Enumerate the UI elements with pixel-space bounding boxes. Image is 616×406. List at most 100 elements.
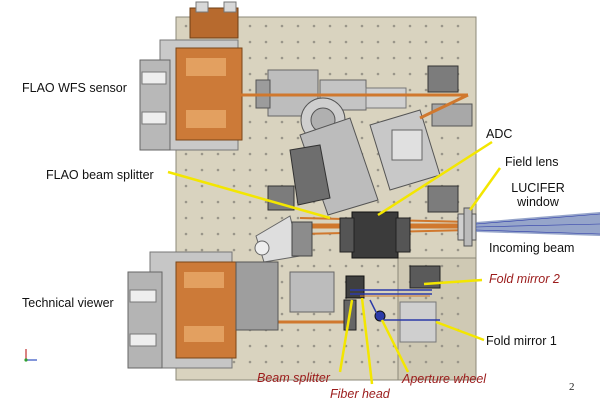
bench-hole <box>280 264 284 268</box>
label-aperture-wheel: Aperture wheel <box>402 372 487 386</box>
bench-hole <box>232 232 236 236</box>
bench-hole <box>392 24 396 28</box>
bench-hole <box>440 216 444 220</box>
bench-hole <box>296 56 300 60</box>
label-beam-splitter: Beam splitter <box>257 371 330 385</box>
bench-hole <box>456 152 460 156</box>
bench-hole <box>184 168 188 172</box>
bench-hole <box>264 152 268 156</box>
bench-hole <box>376 56 380 60</box>
bench-hole <box>200 168 204 172</box>
bench-hole <box>280 344 284 348</box>
bench-hole <box>456 56 460 60</box>
bench-hole <box>328 360 332 364</box>
bench-hole <box>200 152 204 156</box>
bench-hole <box>392 56 396 60</box>
bench-hole <box>408 24 412 28</box>
bench-hole <box>456 24 460 28</box>
bench-hole <box>424 56 428 60</box>
bench-hole <box>424 40 428 44</box>
bench-hole <box>248 104 252 108</box>
bench-hole <box>424 24 428 28</box>
bench-hole <box>264 72 268 76</box>
leader-fold-mirror-2 <box>423 278 483 286</box>
bench-hole <box>232 168 236 172</box>
bench-hole <box>280 328 284 332</box>
leader-lines <box>167 140 502 385</box>
label-fold-mirror-1: Fold mirror 1 <box>486 334 557 348</box>
bench-hole <box>296 120 300 124</box>
bench-hole <box>440 40 444 44</box>
bench-hole <box>280 216 284 220</box>
bench-hole <box>248 360 252 364</box>
bench-hole <box>264 40 268 44</box>
bench-hole <box>344 264 348 268</box>
bench-hole <box>232 216 236 220</box>
bench-hole <box>184 184 188 188</box>
bench-hole <box>392 40 396 44</box>
bench-hole <box>376 168 380 172</box>
bench-hole <box>216 248 220 252</box>
bench-hole <box>216 232 220 236</box>
bench-hole <box>296 360 300 364</box>
label-adc: ADC <box>486 127 513 141</box>
bench-hole <box>280 312 284 316</box>
bench-hole <box>312 56 316 60</box>
bench-hole <box>248 120 252 124</box>
bench-hole <box>360 40 364 44</box>
bench-hole <box>248 136 252 140</box>
bench-hole <box>216 152 220 156</box>
bench-hole <box>248 200 252 204</box>
bench-hole <box>248 152 252 156</box>
technical-viewer-housing <box>127 251 237 369</box>
bench-hole <box>408 72 412 76</box>
bench-hole <box>440 232 444 236</box>
label-flao-wfs-sensor: FLAO WFS sensor <box>22 81 127 95</box>
bench-hole <box>376 184 380 188</box>
bench-hole <box>408 104 412 108</box>
bench-hole <box>264 200 268 204</box>
label-lucifer-window: LUCIFER window <box>500 181 576 209</box>
leader-flao-beam-splitter <box>167 170 331 220</box>
bench-hole <box>344 24 348 28</box>
viewer-optics <box>254 215 313 263</box>
label-incoming-beam: Incoming beam <box>489 241 575 255</box>
bench-hole <box>424 216 428 220</box>
bench-hole <box>456 168 460 172</box>
bench-hole <box>440 360 444 364</box>
bench-hole <box>280 120 284 124</box>
bench-hole <box>184 152 188 156</box>
label-fold-mirror-2: Fold mirror 2 <box>489 272 560 286</box>
bench-hole <box>296 136 300 140</box>
bench-hole <box>248 56 252 60</box>
bench-hole <box>392 72 396 76</box>
bench-hole <box>280 40 284 44</box>
incoming-beam <box>476 212 600 236</box>
bench-hole <box>456 264 460 268</box>
bench-hole <box>360 360 364 364</box>
bench-hole <box>248 344 252 348</box>
bench-hole <box>216 200 220 204</box>
bench-hole <box>344 360 348 364</box>
bench-hole <box>264 216 268 220</box>
bench-hole <box>440 264 444 268</box>
bench-hole <box>232 248 236 252</box>
leader-adc <box>377 140 493 217</box>
leader-fold-mirror-1 <box>435 320 485 342</box>
bench-hole <box>408 360 412 364</box>
bench-hole <box>440 168 444 172</box>
bench-hole <box>392 360 396 364</box>
central-stage <box>289 97 441 216</box>
bench-hole <box>440 296 444 300</box>
bench-hole <box>376 344 380 348</box>
bench-hole <box>392 328 396 332</box>
bench-hole <box>392 296 396 300</box>
bench-hole <box>392 264 396 268</box>
bench-hole <box>248 72 252 76</box>
bench-hole <box>424 104 428 108</box>
bench-hole <box>376 40 380 44</box>
bench-hole <box>232 184 236 188</box>
bench-hole <box>328 312 332 316</box>
bench-hole <box>200 200 204 204</box>
bench-hole <box>248 184 252 188</box>
